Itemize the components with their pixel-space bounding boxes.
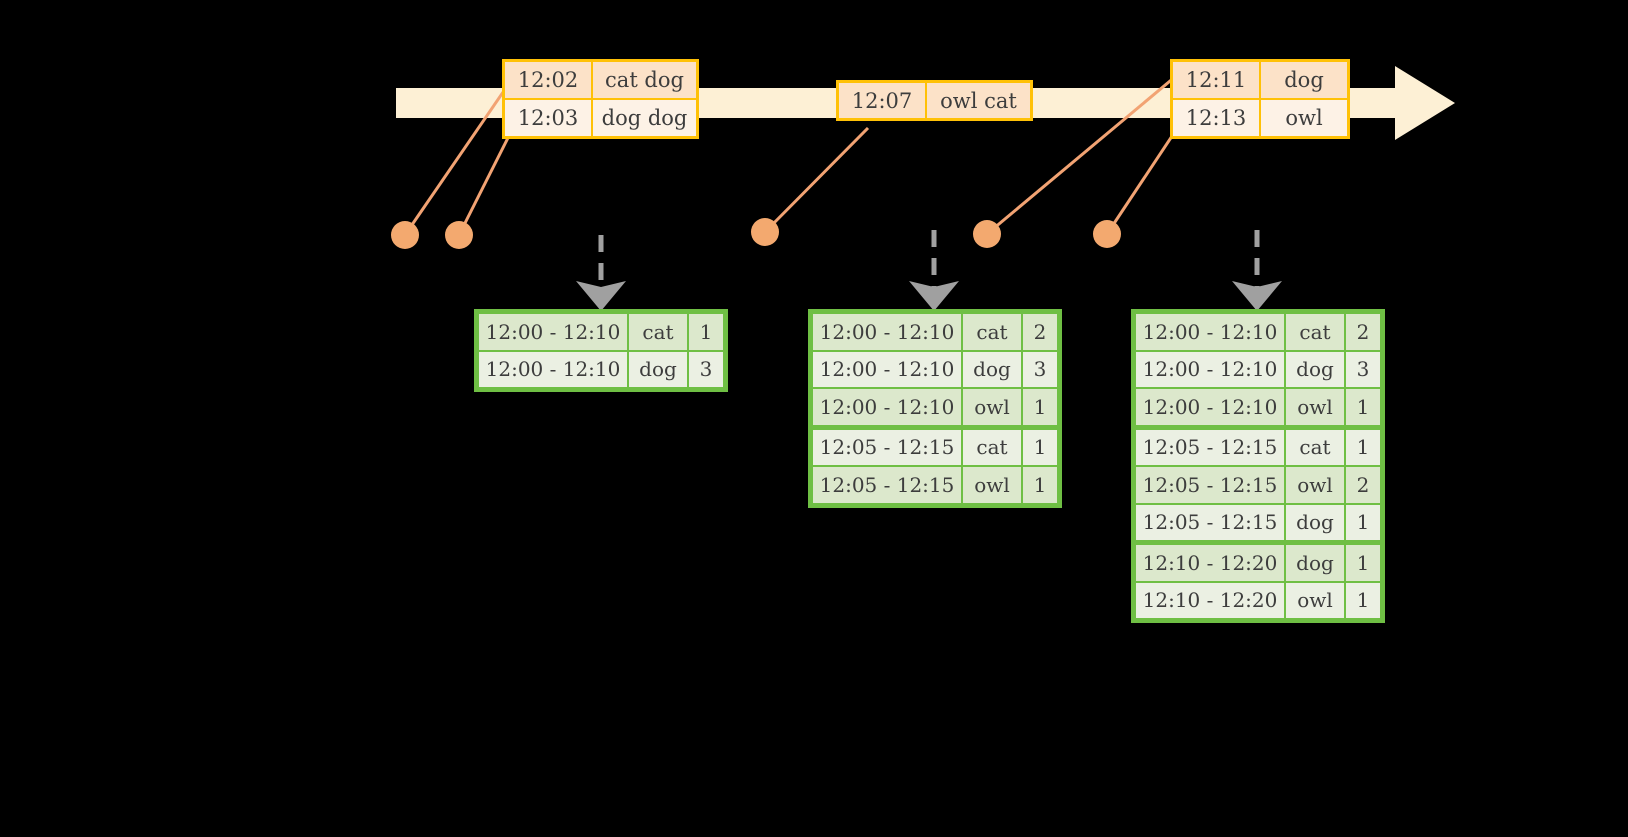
marker-dots — [391, 218, 1121, 249]
key-cell: owl — [962, 388, 1022, 426]
count-cell: 3 — [1345, 350, 1381, 388]
count-cell: 1 — [1345, 581, 1381, 619]
timeline-event-row[interactable]: 12:02 cat dog — [505, 62, 696, 98]
count-cell: 1 — [688, 313, 724, 351]
timeline-event-row[interactable]: 12:13 owl — [1173, 98, 1347, 136]
window-cell: 12:05 - 12:15 — [812, 428, 962, 466]
count-cell: 1 — [1022, 428, 1058, 466]
event-time: 12:02 — [505, 62, 593, 98]
event-value: cat dog — [593, 62, 696, 98]
marker-dot-5 — [1093, 220, 1121, 248]
window-cell: 12:00 - 12:10 — [1135, 313, 1285, 351]
window-cell: 12:00 - 12:10 — [812, 388, 962, 426]
window-cell: 12:05 - 12:15 — [1135, 428, 1285, 466]
timeline-event-row[interactable]: 12:11 dog — [1173, 62, 1347, 98]
key-cell: dog — [1285, 544, 1345, 582]
key-cell: owl — [1285, 466, 1345, 504]
window-cell: 12:10 - 12:20 — [1135, 581, 1285, 619]
window-cell: 12:05 - 12:15 — [1135, 466, 1285, 504]
event-value: dog dog — [593, 100, 696, 136]
key-cell: cat — [1285, 313, 1345, 351]
event-value: owl — [1261, 100, 1347, 136]
count-cell: 1 — [1022, 388, 1058, 426]
window-cell: 12:05 - 12:15 — [1135, 503, 1285, 541]
marker-dot-1 — [391, 221, 419, 249]
count-cell: 2 — [1345, 466, 1381, 504]
marker-dot-2 — [445, 221, 473, 249]
key-cell: owl — [1285, 581, 1345, 619]
key-cell: owl — [962, 466, 1022, 504]
dashed-arrows — [576, 230, 1282, 311]
window-cell: 12:00 - 12:10 — [1135, 350, 1285, 388]
window-cell: 12:05 - 12:15 — [812, 466, 962, 504]
count-cell: 1 — [1022, 466, 1058, 504]
event-value: owl cat — [927, 83, 1030, 118]
count-cell: 1 — [1345, 428, 1381, 466]
count-cell: 3 — [1022, 350, 1058, 388]
timeline-event-group-2[interactable]: 12:07 owl cat — [836, 80, 1033, 121]
count-cell: 2 — [1022, 313, 1058, 351]
count-cell: 1 — [1345, 503, 1381, 541]
count-cell: 1 — [1345, 544, 1381, 582]
key-cell: dog — [628, 350, 688, 388]
key-cell: cat — [628, 313, 688, 351]
count-cell: 2 — [1345, 313, 1381, 351]
key-cell: owl — [1285, 388, 1345, 426]
window-cell: 12:00 - 12:10 — [812, 350, 962, 388]
key-cell: cat — [1285, 428, 1345, 466]
marker-dot-3 — [751, 218, 779, 246]
event-value: dog — [1261, 62, 1347, 98]
key-cell: cat — [962, 428, 1022, 466]
marker-dot-4 — [973, 220, 1001, 248]
window-cell: 12:10 - 12:20 — [1135, 544, 1285, 582]
timeline-event-group-1[interactable]: 12:02 cat dog 12:03 dog dog — [502, 59, 699, 139]
timeline-event-row[interactable]: 12:03 dog dog — [505, 98, 696, 136]
window-cell: 12:00 - 12:10 — [478, 313, 628, 351]
key-cell: cat — [962, 313, 1022, 351]
timeline-event-group-3[interactable]: 12:11 dog 12:13 owl — [1170, 59, 1350, 139]
count-cell: 1 — [1345, 388, 1381, 426]
window-cell: 12:00 - 12:10 — [478, 350, 628, 388]
key-cell: dog — [1285, 350, 1345, 388]
window-cell: 12:00 - 12:10 — [812, 313, 962, 351]
event-time: 12:13 — [1173, 100, 1261, 136]
event-time: 12:11 — [1173, 62, 1261, 98]
event-time: 12:03 — [505, 100, 593, 136]
key-cell: dog — [962, 350, 1022, 388]
count-cell: 3 — [688, 350, 724, 388]
timeline-event-row[interactable]: 12:07 owl cat — [839, 83, 1030, 118]
key-cell: dog — [1285, 503, 1345, 541]
event-time: 12:07 — [839, 83, 927, 118]
window-cell: 12:00 - 12:10 — [1135, 388, 1285, 426]
